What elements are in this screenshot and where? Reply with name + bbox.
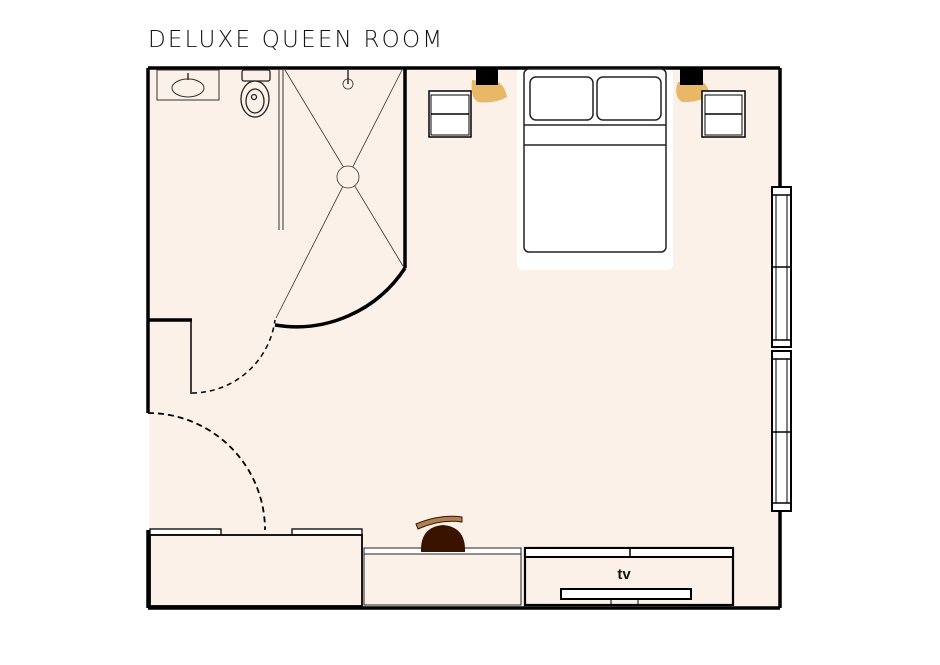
desk (363, 547, 522, 606)
lamp-left-icon (471, 68, 507, 103)
room-floor (149, 68, 779, 608)
window-upper (771, 186, 792, 348)
glass-partition (278, 70, 284, 230)
entry-door-swing (147, 412, 266, 531)
shower (275, 69, 404, 319)
tv-unit (523, 546, 735, 607)
pillow-right (596, 76, 662, 121)
toilet-icon (240, 69, 271, 118)
sink-icon (156, 69, 220, 101)
window-lower (771, 350, 792, 512)
tv-label: tv (617, 566, 631, 583)
pillow-left (529, 76, 594, 121)
outer-walls (146, 66, 782, 610)
nightstand-left (428, 90, 472, 138)
room-title: DELUXE QUEEN ROOM (148, 27, 445, 53)
queen-bed (523, 68, 667, 253)
desk-chair (415, 515, 466, 552)
nightstand-right (701, 90, 746, 138)
wardrobe (149, 528, 363, 607)
bathroom-walls (148, 68, 407, 394)
